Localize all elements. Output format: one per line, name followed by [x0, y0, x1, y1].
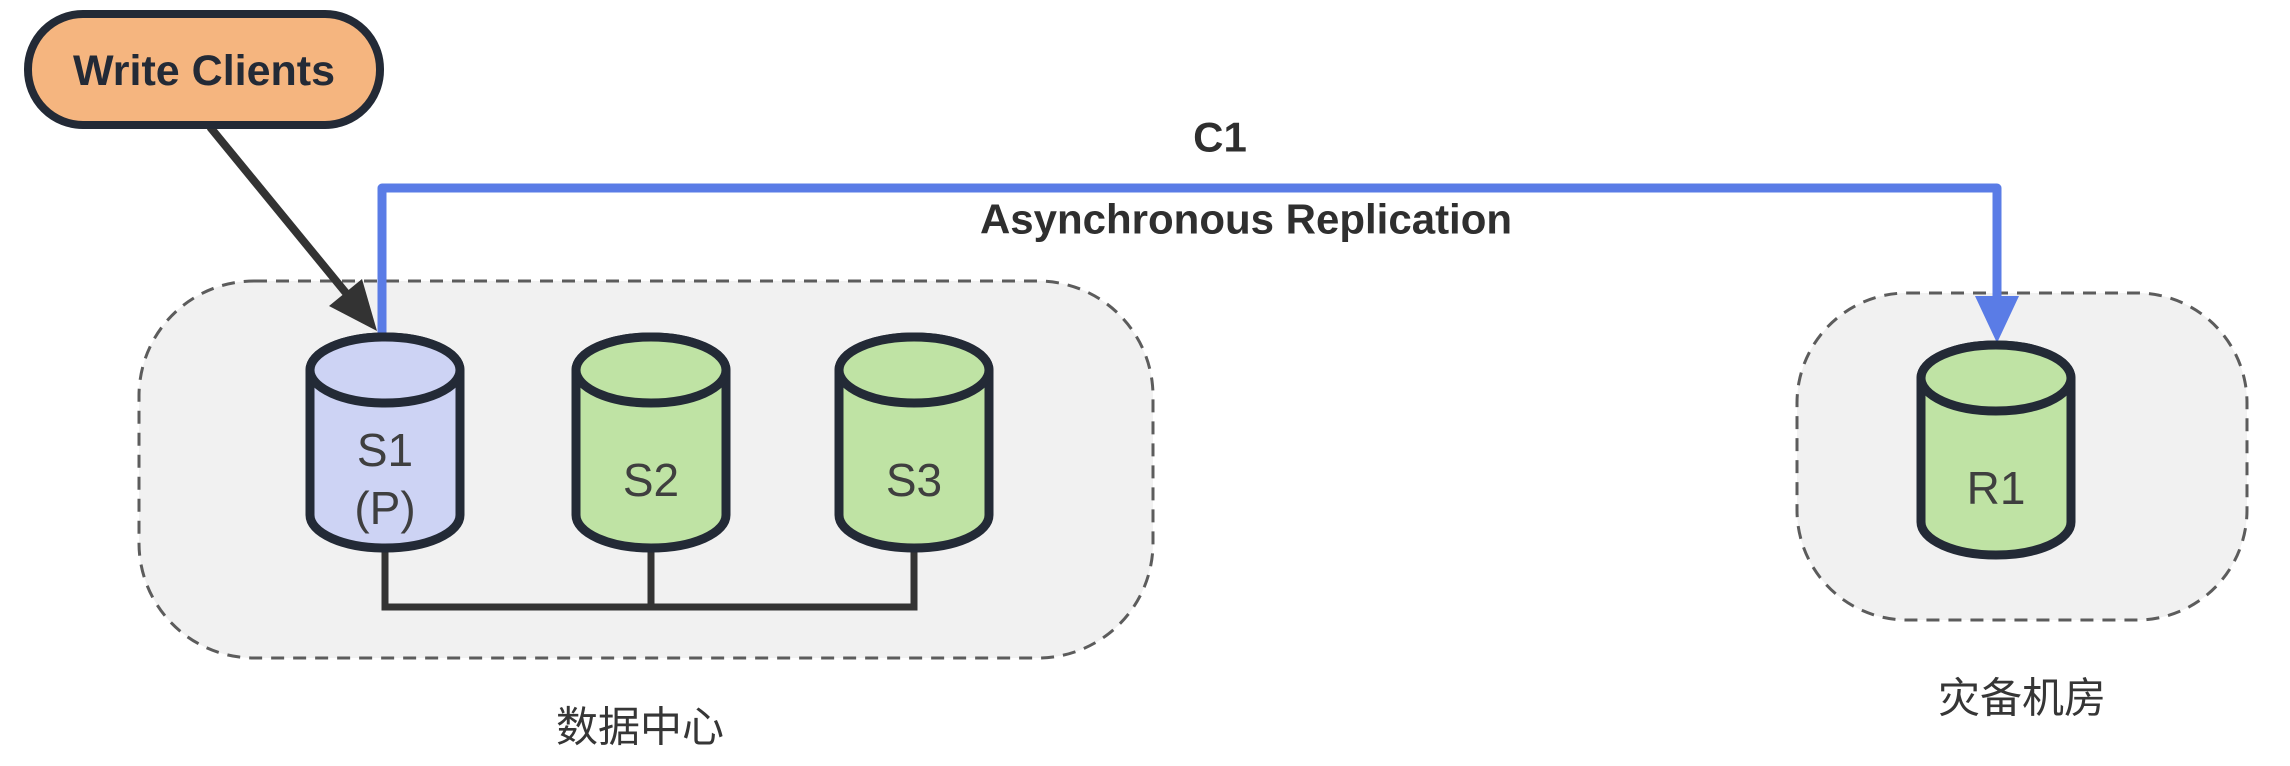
db-node-s1-primary: S1 (P) [305, 332, 465, 553]
client-write-arrow-line [206, 124, 350, 296]
cylinder-top [834, 332, 994, 408]
node-label: R1 [1967, 462, 2026, 514]
write-clients-label: Write Clients [73, 47, 335, 95]
dr-site-label: 灾备机房 [1938, 675, 2106, 722]
write-clients-box [24, 10, 384, 129]
edge-label-c1: C1 [1193, 114, 1247, 161]
node-label: S1 [357, 424, 413, 476]
replication-edge-line [377, 183, 2002, 337]
edge-label-async-replication: Asynchronous Replication [980, 196, 1512, 243]
client-write-arrowhead-icon [329, 279, 377, 331]
replication-edge-arrowhead-icon [1975, 296, 2019, 343]
db-node-s2: S2 [571, 332, 731, 553]
data-center-label: 数据中心 [556, 704, 724, 751]
node-label: S3 [886, 454, 942, 506]
node-label: S2 [623, 454, 679, 506]
write-clients-node: Write Clients [24, 10, 384, 129]
cluster-bus-connector [381, 546, 918, 611]
cylinder-top [1916, 340, 2076, 416]
cylinder-top [305, 332, 465, 408]
node-sublabel: (P) [354, 482, 415, 534]
cylinder-top [571, 332, 731, 408]
db-node-r1: R1 [1916, 340, 2076, 560]
db-node-s3: S3 [834, 332, 994, 553]
